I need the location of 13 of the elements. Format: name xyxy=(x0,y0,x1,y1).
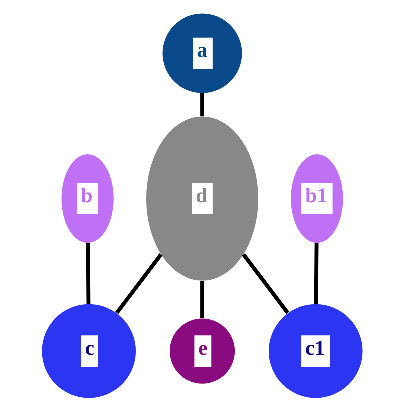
node-circle: c1 xyxy=(268,304,362,398)
connector xyxy=(242,253,289,314)
connector xyxy=(200,93,204,117)
node-circle: a xyxy=(162,14,242,94)
connector xyxy=(86,243,90,304)
node-circle: c xyxy=(42,304,136,398)
connector xyxy=(115,253,162,314)
node-circle: e xyxy=(169,318,235,384)
node-ellipse: b1 xyxy=(290,154,343,244)
node-ellipse: b xyxy=(61,154,114,244)
connector xyxy=(200,281,204,318)
node-ellipse: d xyxy=(146,116,258,281)
connector xyxy=(314,243,318,304)
